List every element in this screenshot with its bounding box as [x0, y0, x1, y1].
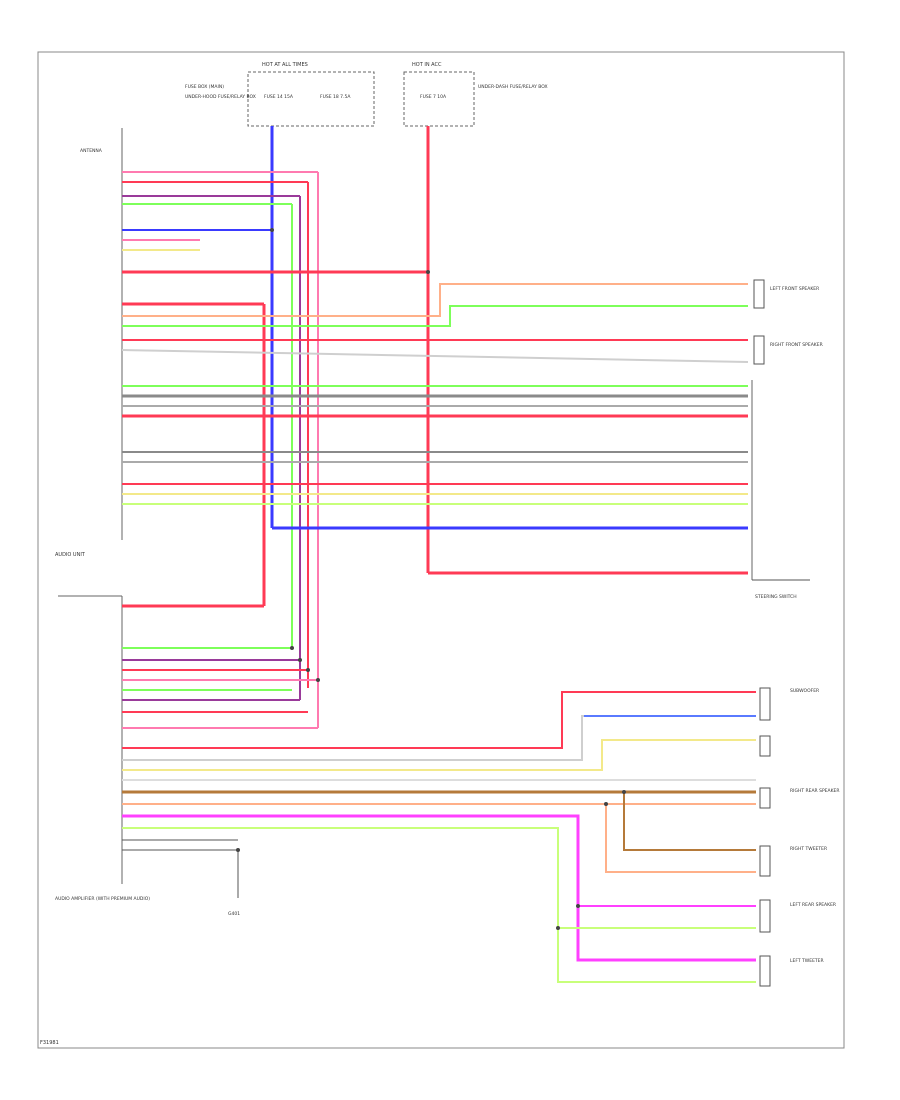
page-code: F31981 — [40, 1040, 59, 1046]
wire-red-subwoofer — [122, 691, 756, 749]
splice-dot — [270, 228, 274, 232]
diagram-frame — [37, 51, 845, 1049]
right-front-speaker-symbol — [753, 335, 765, 365]
label-right-tweeter: RIGHT TWEETER — [790, 846, 827, 852]
label-left-front-speaker: LEFT FRONT SPEAKER — [770, 286, 819, 292]
right-rear-speaker-symbol — [759, 735, 771, 757]
splice-dot — [426, 270, 430, 274]
left-front-speaker-symbol — [753, 279, 765, 309]
wire-lightgreen-rear — [122, 827, 756, 983]
left-rear-speaker-symbol — [759, 899, 771, 933]
label-hot-in-acc: HOT IN ACC — [412, 62, 442, 68]
label-right-front-speaker: RIGHT FRONT SPEAKER — [770, 342, 823, 348]
wire-gray-right-front — [121, 349, 749, 363]
label-antenna: ANTENNA — [80, 148, 103, 154]
label-left-tweeter: LEFT TWEETER — [790, 958, 824, 964]
label-fuse-b: FUSE 18 7.5A — [320, 94, 351, 100]
label-steering-switch: STEERING SWITCH — [755, 594, 797, 600]
label-audio-unit: AUDIO UNIT — [55, 552, 86, 558]
label-fuse-a: FUSE 14 15A — [264, 94, 294, 100]
label-fuse-box-main-sub: UNDER-HOOD FUSE/RELAY BOX — [185, 94, 256, 100]
splice-dot — [556, 926, 560, 930]
splice-dot — [576, 904, 580, 908]
wire-magenta-rear — [122, 814, 756, 962]
splice-dot — [290, 646, 294, 650]
label-audio-amp: AUDIO AMPLIFIER (WITH PREMIUM AUDIO) — [55, 896, 150, 902]
label-left-rear-speaker: LEFT REAR SPEAKER — [790, 902, 836, 908]
label-hot-at-all-times: HOT AT ALL TIMES — [262, 62, 308, 68]
right-rear-speaker-symbol-2 — [759, 787, 771, 809]
left-tweeter-symbol — [759, 955, 771, 987]
splice-dot — [622, 790, 626, 794]
splice-dot — [298, 658, 302, 662]
subwoofer-symbol — [759, 687, 771, 721]
wire-peach-tweeter — [605, 804, 756, 873]
wire-green-left-front — [122, 305, 748, 327]
label-right-rear-speaker: RIGHT REAR SPEAKER — [790, 788, 840, 794]
label-subwoofer: SUBWOOFER — [790, 688, 819, 694]
label-ground: G401 — [228, 911, 240, 917]
label-fuse-box-right: UNDER-DASH FUSE/RELAY BOX — [478, 84, 548, 90]
wire-gray-subwoofer — [122, 715, 756, 761]
wire-yellow-rear — [122, 739, 756, 771]
splice-dot — [316, 678, 320, 682]
right-tweeter-symbol — [759, 845, 771, 877]
splice-dot — [604, 802, 608, 806]
splice-dot — [236, 848, 240, 852]
fuse-box-right — [403, 71, 475, 127]
label-fuse-c: FUSE 7 10A — [420, 94, 447, 100]
wire-peach-left-front — [122, 283, 748, 317]
fuse-box-main — [247, 71, 375, 127]
splice-dot — [306, 668, 310, 672]
wire-brown-tweeter — [623, 792, 756, 851]
label-fuse-box-main: FUSE BOX (MAIN) — [185, 84, 224, 90]
